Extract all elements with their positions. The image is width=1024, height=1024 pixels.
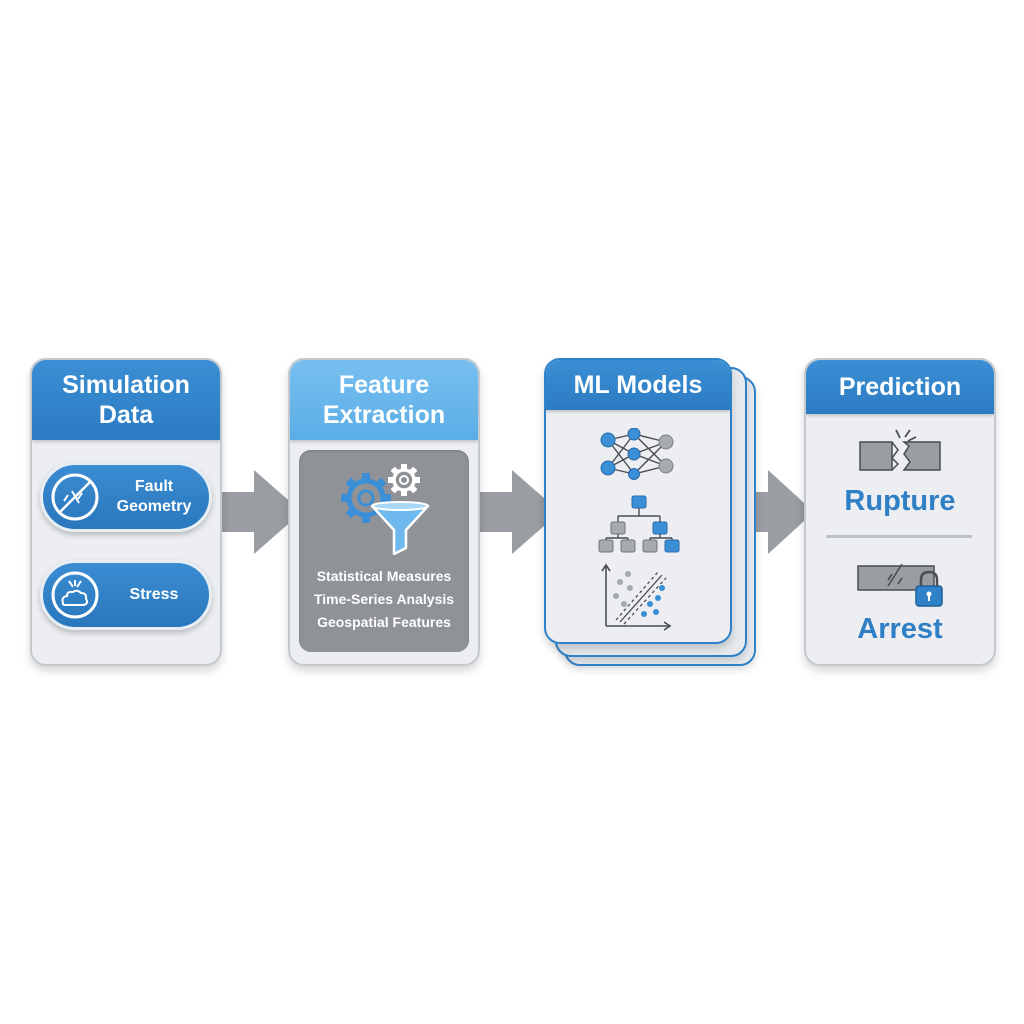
ml-models-title: ML Models [546,360,730,410]
prediction-divider [826,535,972,538]
prediction-rupture-label: Rupture [844,485,956,517]
arrow-feature-to-ml [452,470,560,554]
fault-geometry-label: Fault Geometry [116,478,192,515]
prediction-title: Prediction [806,360,994,414]
feature-item-statistical-measures: Statistical Measures [316,568,452,584]
stress-label: Stress [129,586,179,603]
arrow-ml-to-prediction [708,470,814,554]
fault-geometry-pill: Fault Geometry [40,462,212,532]
stress-icon [51,571,99,619]
scatter-plot-icon [601,563,672,631]
feature-item-geospatial-features: Geospatial Features [317,614,451,630]
fault-geometry-icon [51,473,99,521]
decision-tree-icon [598,495,680,553]
stress-pill: Stress [40,560,212,630]
locked-fault-icon [857,563,943,607]
broken-fault-icon [859,429,941,471]
neural-network-icon [600,428,674,480]
prediction-arrest-label: Arrest [857,613,943,645]
prediction-panel: Prediction [804,358,996,666]
simulation-data-title: Simulation Data [32,360,220,440]
gears-funnel-icon [341,464,430,555]
feature-extraction-title: Feature Extraction [290,360,478,440]
feature-item-time-series-analysis: Time-Series Analysis [313,591,455,607]
arrow-simulation-to-feature [196,470,302,554]
